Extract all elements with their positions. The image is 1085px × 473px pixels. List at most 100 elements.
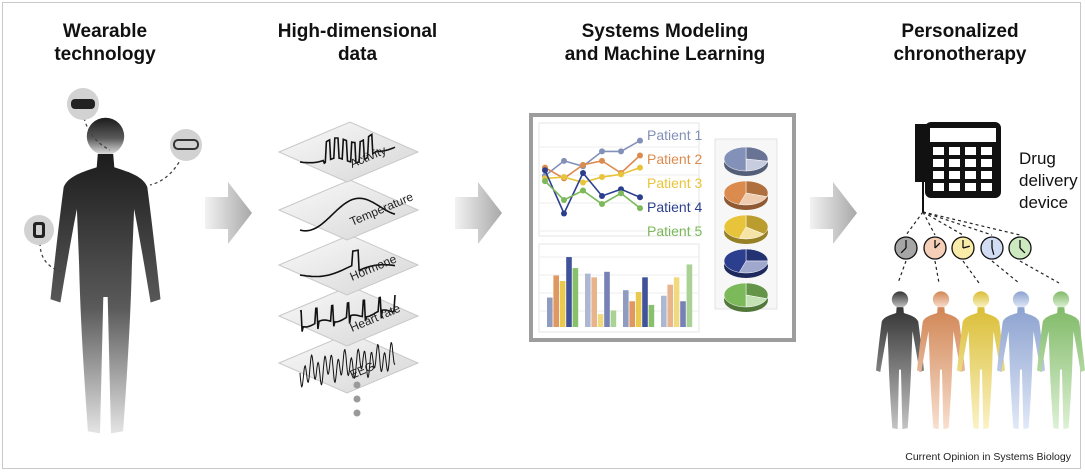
heading-line: High-dimensional bbox=[277, 21, 438, 42]
data-point bbox=[561, 174, 567, 181]
pie-slice bbox=[723, 146, 747, 172]
keypad-key bbox=[965, 171, 976, 179]
keypad-key bbox=[965, 183, 976, 191]
pie-slice bbox=[745, 248, 769, 262]
patient-series: Patient 3 bbox=[542, 164, 702, 191]
dose-line bbox=[922, 211, 1021, 236]
patient-silhouette bbox=[876, 291, 924, 430]
pie-chart bbox=[723, 180, 769, 210]
drug-delivery-device-icon bbox=[915, 122, 1001, 212]
keypad-key bbox=[965, 159, 976, 167]
dose-line bbox=[905, 211, 924, 236]
keypad-key bbox=[981, 147, 992, 155]
patient-series: Patient 4 bbox=[542, 167, 702, 217]
patient-silhouette bbox=[1037, 291, 1085, 430]
stage-heading-chrono: Personalized chronotherapy bbox=[855, 20, 1065, 66]
data-point bbox=[542, 178, 548, 185]
pie-slice bbox=[723, 214, 747, 239]
dose-line bbox=[922, 211, 964, 236]
bar bbox=[661, 295, 667, 327]
connector-line bbox=[39, 242, 63, 273]
patient-silhouettes bbox=[876, 291, 1085, 430]
wearable-sensors bbox=[24, 88, 202, 273]
data-point bbox=[599, 192, 605, 199]
keypad-key bbox=[981, 159, 992, 167]
clock-icon bbox=[894, 236, 918, 260]
bar bbox=[547, 297, 553, 327]
patient-series: Patient 5 bbox=[542, 178, 702, 239]
data-point bbox=[618, 171, 624, 178]
heading-line: data bbox=[337, 44, 378, 65]
series-line bbox=[544, 180, 641, 209]
data-point bbox=[580, 179, 586, 186]
pie-slice bbox=[723, 248, 747, 273]
clock-hand bbox=[991, 247, 995, 255]
keypad-key bbox=[949, 147, 960, 155]
pie-charts bbox=[723, 146, 769, 312]
clock-icon bbox=[923, 236, 947, 260]
bar bbox=[597, 314, 604, 327]
patient-legend-label: Patient 5 bbox=[647, 223, 702, 239]
layer-plane bbox=[277, 234, 420, 296]
data-point bbox=[561, 197, 567, 203]
pie-slice bbox=[723, 180, 747, 205]
connector-line bbox=[149, 156, 183, 186]
keypad-key bbox=[933, 159, 944, 167]
layer-signal-trace bbox=[299, 249, 396, 278]
heading-line: Systems Modeling bbox=[581, 21, 749, 42]
layer-plane bbox=[277, 179, 420, 241]
headband-sensor-icon bbox=[67, 88, 99, 120]
data-point bbox=[637, 164, 643, 171]
data-layer: Activity bbox=[277, 121, 420, 183]
layer-signal-trace bbox=[299, 197, 396, 232]
chest-strap-sensor-icon bbox=[170, 129, 202, 161]
data-point bbox=[561, 210, 567, 217]
data-layer: Temperature bbox=[277, 179, 420, 241]
pie-slice bbox=[738, 260, 769, 274]
data-point bbox=[599, 174, 605, 181]
patient-legend-label: Patient 2 bbox=[647, 151, 702, 167]
bar bbox=[591, 277, 597, 327]
data-point bbox=[561, 157, 567, 164]
dose-line bbox=[991, 260, 1020, 284]
device-screen bbox=[930, 128, 996, 142]
clock-icon bbox=[951, 236, 975, 260]
flow-arrow-icon bbox=[205, 182, 252, 244]
device-keypad bbox=[933, 147, 992, 191]
bar bbox=[680, 301, 686, 327]
keypad-key bbox=[949, 171, 960, 179]
data-point bbox=[618, 148, 624, 155]
dose-routing-lines bbox=[897, 211, 1060, 284]
bar bbox=[673, 277, 680, 327]
heading-line: Wearable bbox=[62, 21, 148, 42]
clock-hand bbox=[934, 242, 941, 249]
human-silhouette bbox=[50, 117, 161, 434]
clock-icon bbox=[1008, 236, 1032, 260]
series-line bbox=[544, 166, 641, 184]
heading-line: Personalized bbox=[901, 21, 1019, 42]
keypad-key bbox=[981, 183, 992, 191]
clock-icon bbox=[980, 236, 1004, 260]
bar bbox=[629, 301, 635, 327]
series-line bbox=[544, 139, 641, 177]
patient-legend-label: Patient 3 bbox=[647, 175, 702, 191]
bar bbox=[559, 281, 566, 327]
pie-chart bbox=[723, 248, 769, 278]
series-line bbox=[544, 169, 641, 216]
data-point bbox=[618, 190, 624, 197]
patient-series: Patient 1 bbox=[542, 127, 702, 179]
dose-line bbox=[922, 211, 936, 236]
bar bbox=[686, 264, 693, 327]
patient-silhouette bbox=[997, 291, 1045, 430]
pie-slice bbox=[745, 180, 769, 197]
wristwatch-sensor-icon bbox=[24, 215, 54, 245]
device-label-line: Drug bbox=[1019, 149, 1056, 168]
data-point bbox=[637, 137, 643, 144]
pie-slice bbox=[738, 192, 768, 206]
heading-line: chronotherapy bbox=[893, 44, 1027, 65]
data-layer: Heart rate bbox=[277, 285, 420, 347]
